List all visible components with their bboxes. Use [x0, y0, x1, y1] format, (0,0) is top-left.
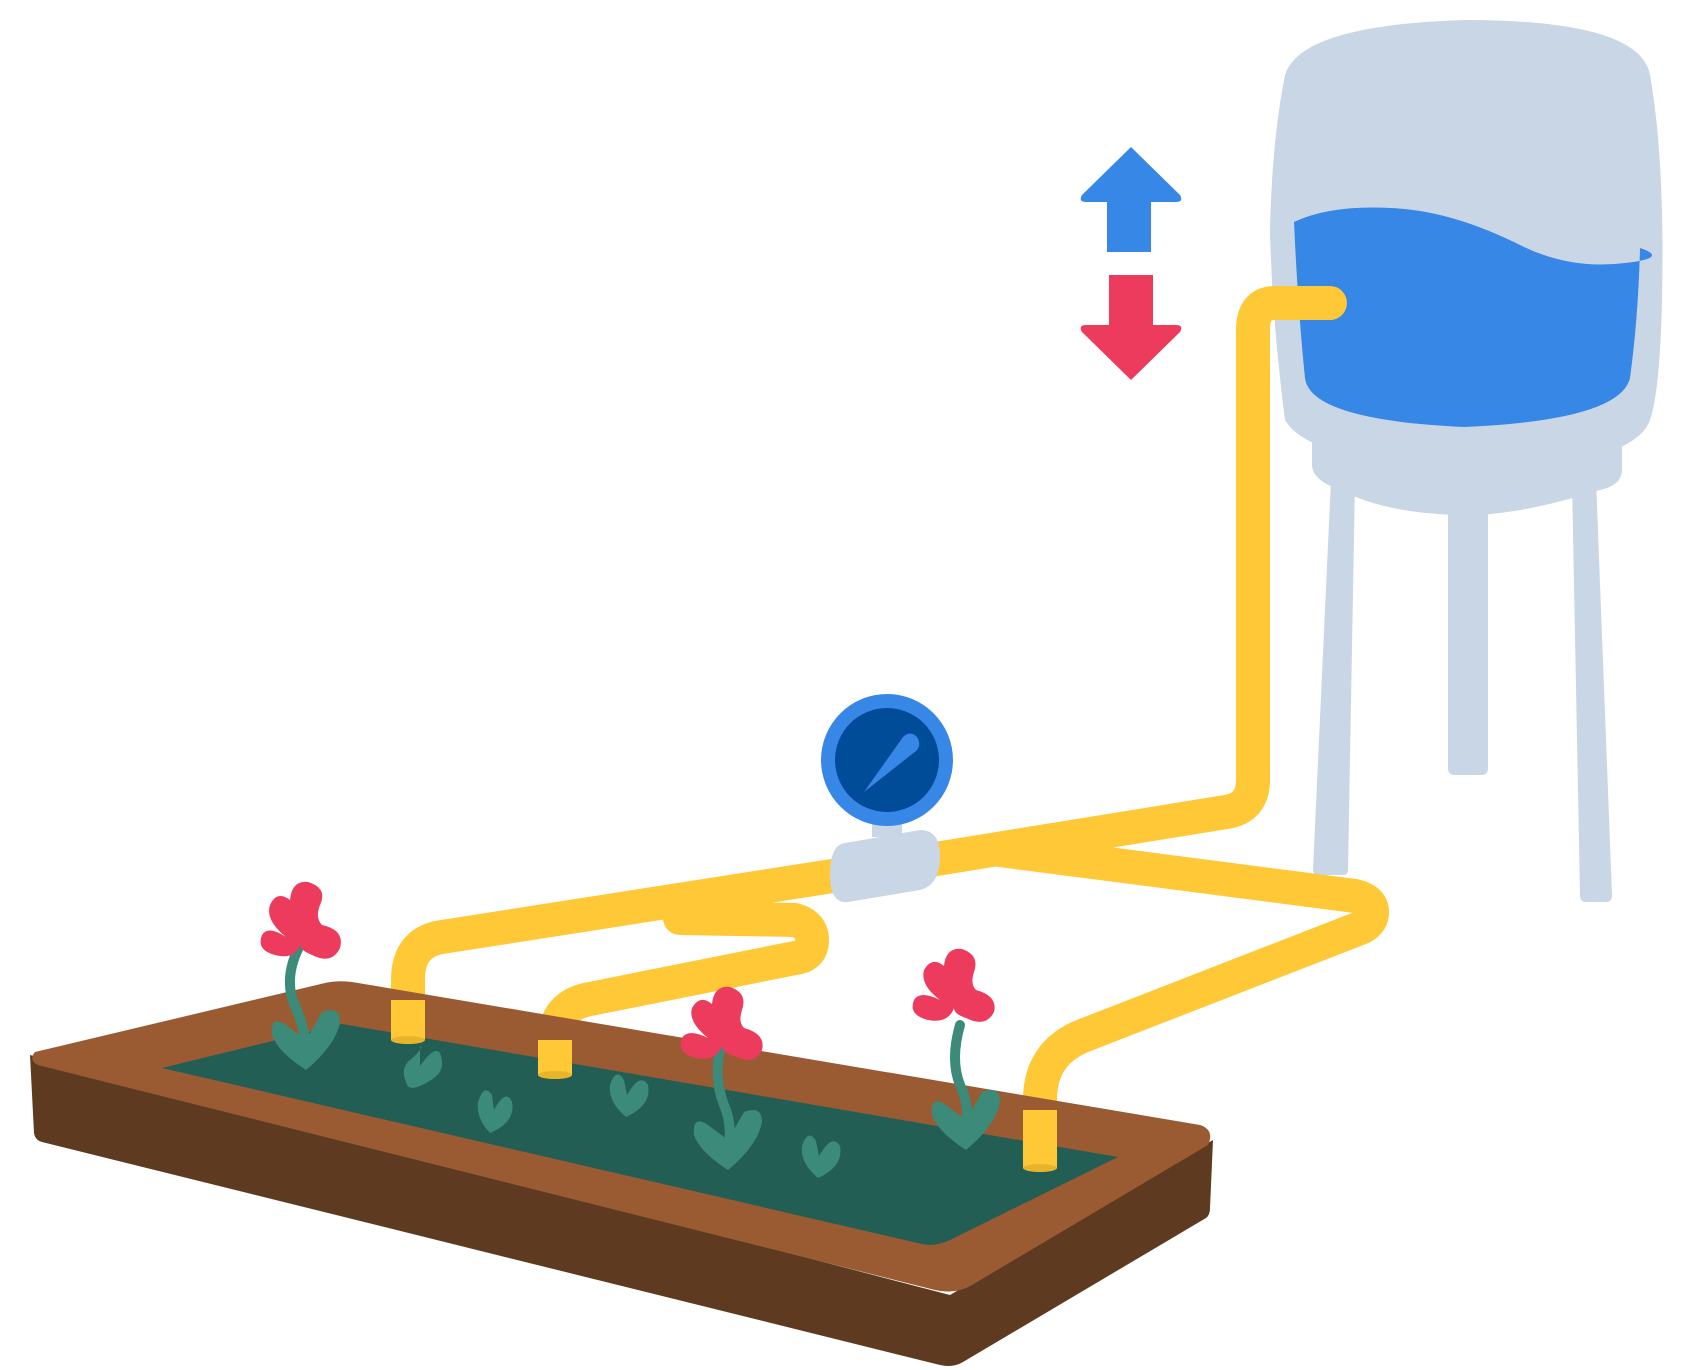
- flower-2-stem: [712, 1045, 735, 1155]
- pipe-drop-cap-left: [391, 1036, 425, 1044]
- arrow-down-icon: [1080, 275, 1182, 380]
- flower-1-leaves: [271, 1009, 340, 1070]
- flower-2-leaves: [693, 1109, 762, 1170]
- pipe-drops: [391, 1000, 1057, 1168]
- sprout-icon: [403, 1046, 841, 1178]
- sprout-2: [477, 1090, 513, 1133]
- pressure-gauge-icon: [821, 694, 953, 903]
- garden-bed-icon: [30, 981, 1213, 1366]
- pipe-icon: [391, 286, 1389, 1185]
- water-tank-icon: [1270, 20, 1663, 902]
- flower-icon: [260, 881, 341, 1070]
- flower-icon: [912, 948, 1000, 1150]
- pipe-cap-tank: [1322, 286, 1338, 320]
- gauge-needle: [864, 733, 920, 792]
- arrow-up-icon: [1080, 147, 1182, 252]
- sprout-1: [403, 1046, 443, 1088]
- tank-leg-left: [1313, 480, 1355, 875]
- tank-leg-right: [1572, 480, 1612, 902]
- tank-leg-middle: [1448, 490, 1488, 775]
- sprout-3: [609, 1074, 649, 1117]
- sprout-4: [801, 1135, 841, 1178]
- pipe-drop-cap-middle: [538, 1071, 572, 1079]
- pipe-middle: [538, 901, 829, 1092]
- gauge-coupling: [830, 830, 940, 903]
- flower-icon: [680, 986, 763, 1170]
- pipe-right: [983, 833, 1389, 1185]
- tank-water: [1294, 207, 1652, 427]
- flower-2-bloom: [680, 986, 763, 1060]
- flower-3-bloom: [912, 948, 995, 1022]
- pipe-drop-cap-right: [1023, 1164, 1057, 1172]
- flower-3-stem: [950, 1020, 973, 1135]
- pipe-main: [851, 286, 1347, 887]
- pipe-left: [391, 855, 875, 1057]
- bed-soil: [162, 1024, 1118, 1245]
- flower-3-leaves: [931, 1089, 1000, 1150]
